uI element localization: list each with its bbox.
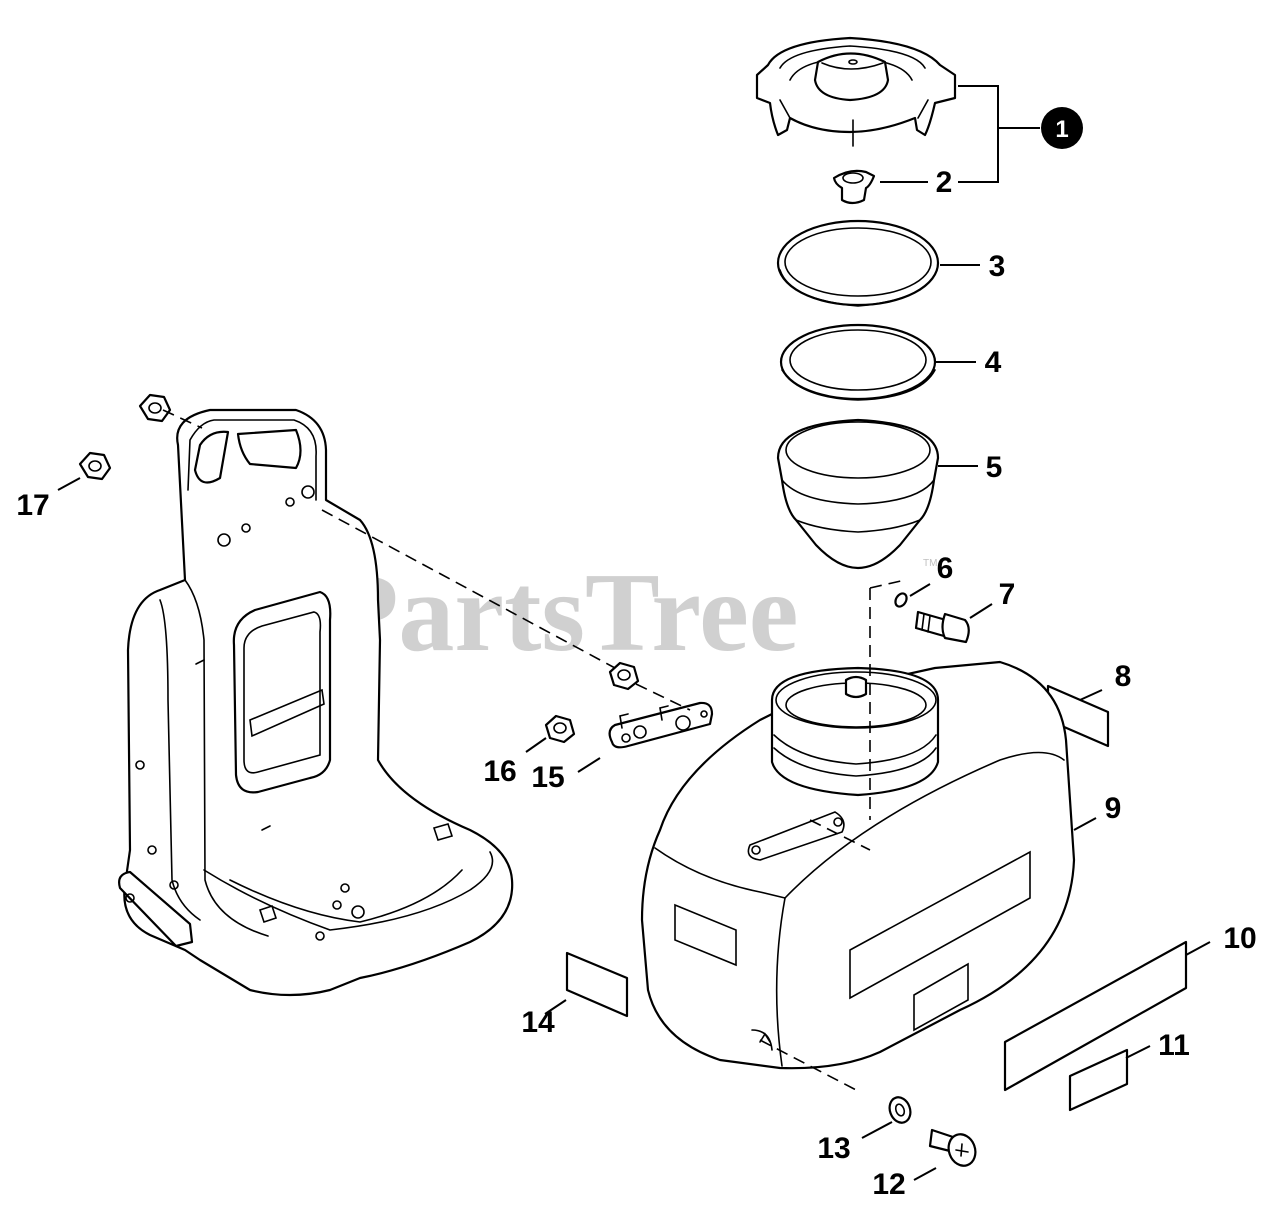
part-16-nut-lower[interactable]	[544, 714, 576, 744]
callout-2[interactable]: 2	[936, 166, 953, 199]
watermark-text: PartsTree	[330, 551, 799, 675]
part-2-strainer[interactable]	[832, 169, 876, 205]
callout-7[interactable]: 7	[999, 578, 1016, 611]
part-1-tank-cap[interactable]	[755, 36, 957, 147]
callout-11[interactable]: 11	[1158, 1029, 1190, 1062]
callout-15[interactable]: 15	[531, 761, 564, 794]
callout-9[interactable]: 9	[1105, 792, 1122, 825]
callout-6[interactable]: 6	[937, 552, 954, 585]
callout-3[interactable]: 3	[989, 250, 1006, 283]
part-16-nut-upper[interactable]	[608, 661, 640, 691]
part-3-gasket-ring[interactable]	[776, 219, 940, 307]
assembly-lines	[162, 409, 906, 1093]
callout-13[interactable]: 13	[817, 1132, 850, 1165]
callout-5[interactable]: 5	[986, 451, 1003, 484]
part-11-label[interactable]	[1068, 1048, 1129, 1112]
part-17-nut-lower[interactable]	[78, 451, 112, 481]
callout-10[interactable]: 10	[1223, 922, 1256, 955]
part-6-o-ring[interactable]	[893, 591, 909, 608]
callout-4[interactable]: 4	[985, 346, 1002, 379]
callout-1-label: 1	[1055, 116, 1068, 143]
callout-8[interactable]: 8	[1115, 660, 1132, 693]
callout-14[interactable]: 14	[521, 1006, 555, 1039]
part-14-label[interactable]	[565, 951, 629, 1018]
part-10-label[interactable]	[1003, 940, 1188, 1092]
part-15-mounting-plate[interactable]	[608, 701, 714, 749]
part-7-bolt[interactable]	[914, 610, 970, 644]
callout-16[interactable]: 16	[483, 755, 516, 788]
part-17-nut-upper[interactable]	[138, 393, 172, 423]
callout-1[interactable]: 1	[1041, 107, 1083, 149]
part-12-drain-screw[interactable]	[928, 1128, 980, 1169]
part-5-strainer-basket[interactable]	[776, 418, 940, 570]
backpack-frame	[118, 408, 514, 997]
watermark-trademark: TM	[923, 558, 937, 569]
part-4-seal[interactable]	[779, 323, 937, 401]
callout-17[interactable]: 17	[16, 489, 49, 522]
leader-lines	[57, 85, 1211, 1181]
part-9-tank[interactable]	[640, 660, 1076, 1070]
callout-12[interactable]: 12	[872, 1168, 905, 1201]
part-13-washer[interactable]	[886, 1094, 914, 1125]
